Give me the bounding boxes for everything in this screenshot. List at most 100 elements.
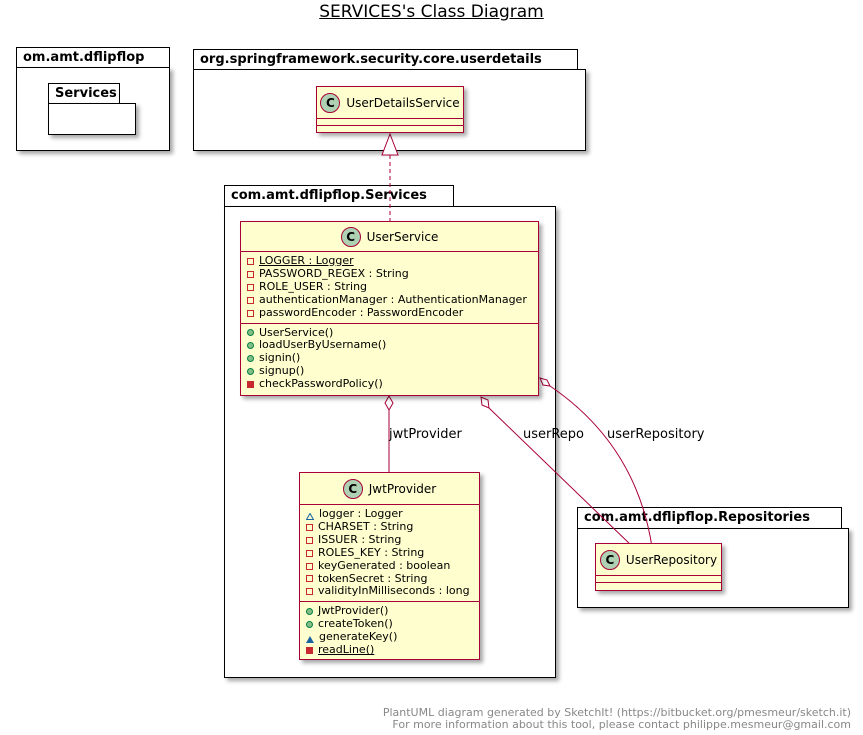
class-field: passwordEncoder : PasswordEncoder	[247, 305, 532, 320]
field-text: validityInMilliseconds : long	[318, 584, 470, 598]
field-text: PASSWORD_REGEX : String	[259, 266, 409, 280]
class-field: LOGGER : Logger	[247, 254, 532, 268]
class-header: C JwtProvider	[300, 473, 479, 505]
userrepo-link	[488, 407, 634, 548]
class-methods: JwtProvider()createToken()generateKey()r…	[300, 602, 479, 660]
public-visibility-icon	[247, 342, 254, 350]
class-icon: C	[599, 549, 620, 570]
package-tab-services-sub: Services	[48, 83, 120, 104]
private-visibility-icon	[247, 270, 254, 278]
package-visibility-icon	[306, 634, 314, 644]
class-method: signup()	[247, 364, 532, 378]
class-method: readLine()	[306, 643, 473, 657]
public-visibility-icon	[306, 608, 313, 616]
class-header: C UserService	[241, 222, 538, 252]
class-header: C UserDetailsService	[317, 87, 463, 119]
private-visibility-icon	[247, 381, 254, 389]
class-field: validityInMilliseconds : long	[306, 585, 473, 598]
class-name: UserDetailsService	[346, 95, 460, 110]
private-visibility-icon	[306, 523, 313, 531]
class-icon: C	[342, 478, 363, 499]
class-field: PASSWORD_REGEX : String	[247, 266, 532, 281]
private-visibility-icon	[247, 283, 254, 291]
field-text: passwordEncoder : PasswordEncoder	[259, 305, 464, 319]
public-visibility-icon	[306, 621, 313, 629]
public-visibility-icon	[247, 355, 254, 363]
private-visibility-icon	[306, 575, 313, 583]
public-visibility-icon	[247, 329, 254, 337]
userrepo-diamond	[480, 396, 490, 409]
field-text: ROLES_KEY : String	[318, 545, 425, 559]
relation-label-userrepository: userRepository	[607, 427, 705, 442]
method-text: JwtProvider()	[318, 604, 389, 618]
class-method: JwtProvider()	[306, 604, 473, 618]
footer-line-2: For more information about this tool, pl…	[392, 718, 851, 731]
method-text: UserService()	[259, 325, 334, 339]
package-visibility-icon	[305, 511, 315, 520]
field-text: logger : Logger	[319, 507, 403, 520]
private-visibility-icon	[306, 647, 313, 655]
class-field: authenticationManager : AuthenticationMa…	[247, 292, 532, 307]
relation-label-jwtprovider: jwtProvider	[389, 427, 462, 442]
class-header: C UserRepository	[596, 544, 721, 576]
field-text: keyGenerated : boolean	[318, 558, 451, 572]
class-field: ROLE_USER : String	[247, 280, 532, 294]
relation-label-userrepo: userRepo	[523, 427, 585, 442]
private-visibility-icon	[306, 536, 313, 544]
class-field: keyGenerated : boolean	[306, 558, 473, 573]
class-method: checkPasswordPolicy()	[247, 377, 532, 391]
package-tab-root: om.amt.dflipflop	[16, 47, 170, 68]
method-text: createToken()	[318, 617, 393, 631]
footer-line-1: PlantUML diagram generated by SketchIt! …	[382, 706, 851, 719]
userrepository-diamond	[539, 377, 551, 387]
private-visibility-icon	[247, 296, 254, 304]
class-method: signin()	[247, 351, 532, 365]
private-visibility-icon	[247, 309, 254, 317]
class-icon: C	[320, 92, 341, 113]
package-tab-repositories: com.amt.dflipflop.Repositories	[577, 507, 842, 529]
field-text: tokenSecret : String	[318, 571, 428, 585]
field-text: CHARSET : String	[318, 519, 414, 533]
package-tab-userdetails: org.springframework.security.core.userde…	[193, 49, 578, 70]
field-text: authenticationManager : AuthenticationMa…	[259, 292, 527, 306]
method-text: checkPasswordPolicy()	[259, 377, 383, 391]
private-visibility-icon	[306, 588, 313, 596]
class-field: ROLES_KEY : String	[306, 545, 473, 560]
private-visibility-icon	[247, 257, 254, 265]
public-visibility-icon	[247, 368, 254, 376]
realization-arrowhead	[381, 132, 399, 156]
method-text: signin()	[259, 351, 301, 365]
class-field: logger : Logger	[305, 507, 473, 521]
method-text: generateKey()	[319, 630, 398, 644]
class-methods: UserService()loadUserByUsername()signin(…	[241, 324, 538, 395]
class-icon: C	[340, 226, 361, 247]
class-field: CHARSET : String	[306, 519, 473, 534]
method-text: signup()	[259, 364, 305, 378]
class-userrepository: C UserRepository	[595, 543, 722, 591]
class-field: tokenSecret : String	[306, 571, 473, 586]
jwtprovider-diamond	[384, 394, 394, 412]
diagram-title: SERVICES's Class Diagram	[319, 2, 544, 22]
private-visibility-icon	[306, 562, 313, 570]
class-method: generateKey()	[306, 630, 473, 644]
field-text: LOGGER : Logger	[259, 254, 354, 267]
class-method: createToken()	[306, 617, 473, 631]
field-text: ISSUER : String	[318, 532, 402, 546]
class-method: UserService()	[247, 325, 532, 340]
package-root	[16, 67, 170, 151]
class-userdetailsservice: C UserDetailsService	[316, 86, 464, 133]
class-field: ISSUER : String	[306, 532, 473, 547]
method-text: readLine()	[318, 643, 375, 657]
method-text: loadUserByUsername()	[259, 338, 387, 352]
userrepository-link	[549, 385, 653, 548]
class-fields	[596, 576, 721, 583]
class-fields	[317, 119, 463, 126]
package-tab-services: com.amt.dflipflop.Services	[224, 185, 454, 207]
class-name: UserService	[366, 229, 439, 244]
class-name: JwtProvider	[368, 481, 437, 496]
